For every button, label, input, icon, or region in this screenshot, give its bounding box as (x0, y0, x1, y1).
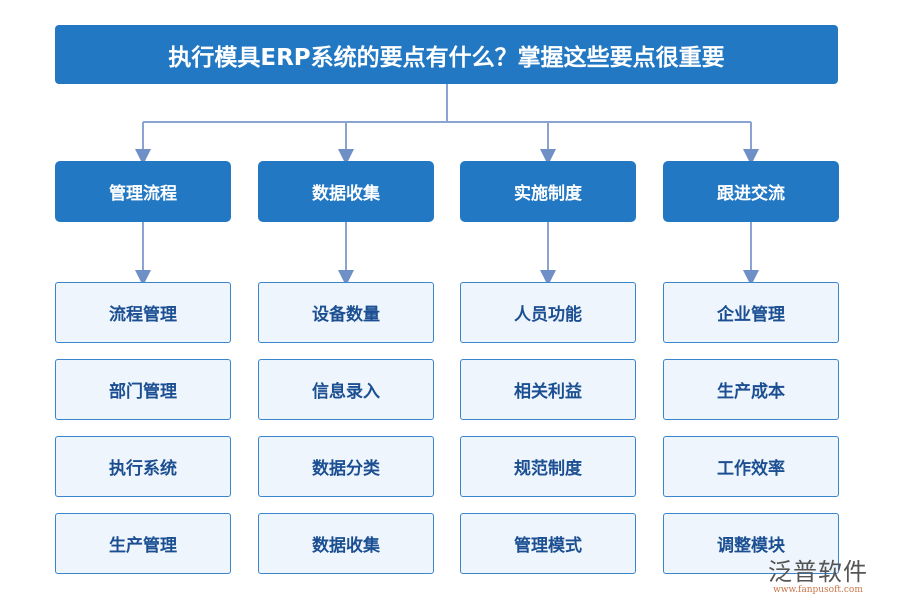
sub-item: 数据分类 (258, 436, 434, 497)
category-header: 实施制度 (460, 161, 636, 222)
sub-item: 人员功能 (460, 282, 636, 343)
sub-item: 生产管理 (55, 513, 231, 574)
sub-item: 调整模块 (663, 513, 839, 574)
sub-item: 数据收集 (258, 513, 434, 574)
category-header: 管理流程 (55, 161, 231, 222)
diagram-title: 执行模具ERP系统的要点有什么？掌握这些要点很重要 (55, 25, 838, 84)
sub-item: 流程管理 (55, 282, 231, 343)
sub-item: 工作效率 (663, 436, 839, 497)
sub-item: 规范制度 (460, 436, 636, 497)
sub-item: 企业管理 (663, 282, 839, 343)
fanpu-logo: 泛普软件 www.fanpusoft.com (768, 552, 868, 595)
sub-item: 相关利益 (460, 359, 636, 420)
sub-item: 信息录入 (258, 359, 434, 420)
sub-item: 管理模式 (460, 513, 636, 574)
sub-item: 执行系统 (55, 436, 231, 497)
category-header: 数据收集 (258, 161, 434, 222)
logo-url: www.fanpusoft.com (773, 585, 863, 595)
category-header: 跟进交流 (663, 161, 839, 222)
sub-item: 生产成本 (663, 359, 839, 420)
sub-item: 部门管理 (55, 359, 231, 420)
sub-item: 设备数量 (258, 282, 434, 343)
logo-name: 泛普软件 (768, 558, 868, 586)
